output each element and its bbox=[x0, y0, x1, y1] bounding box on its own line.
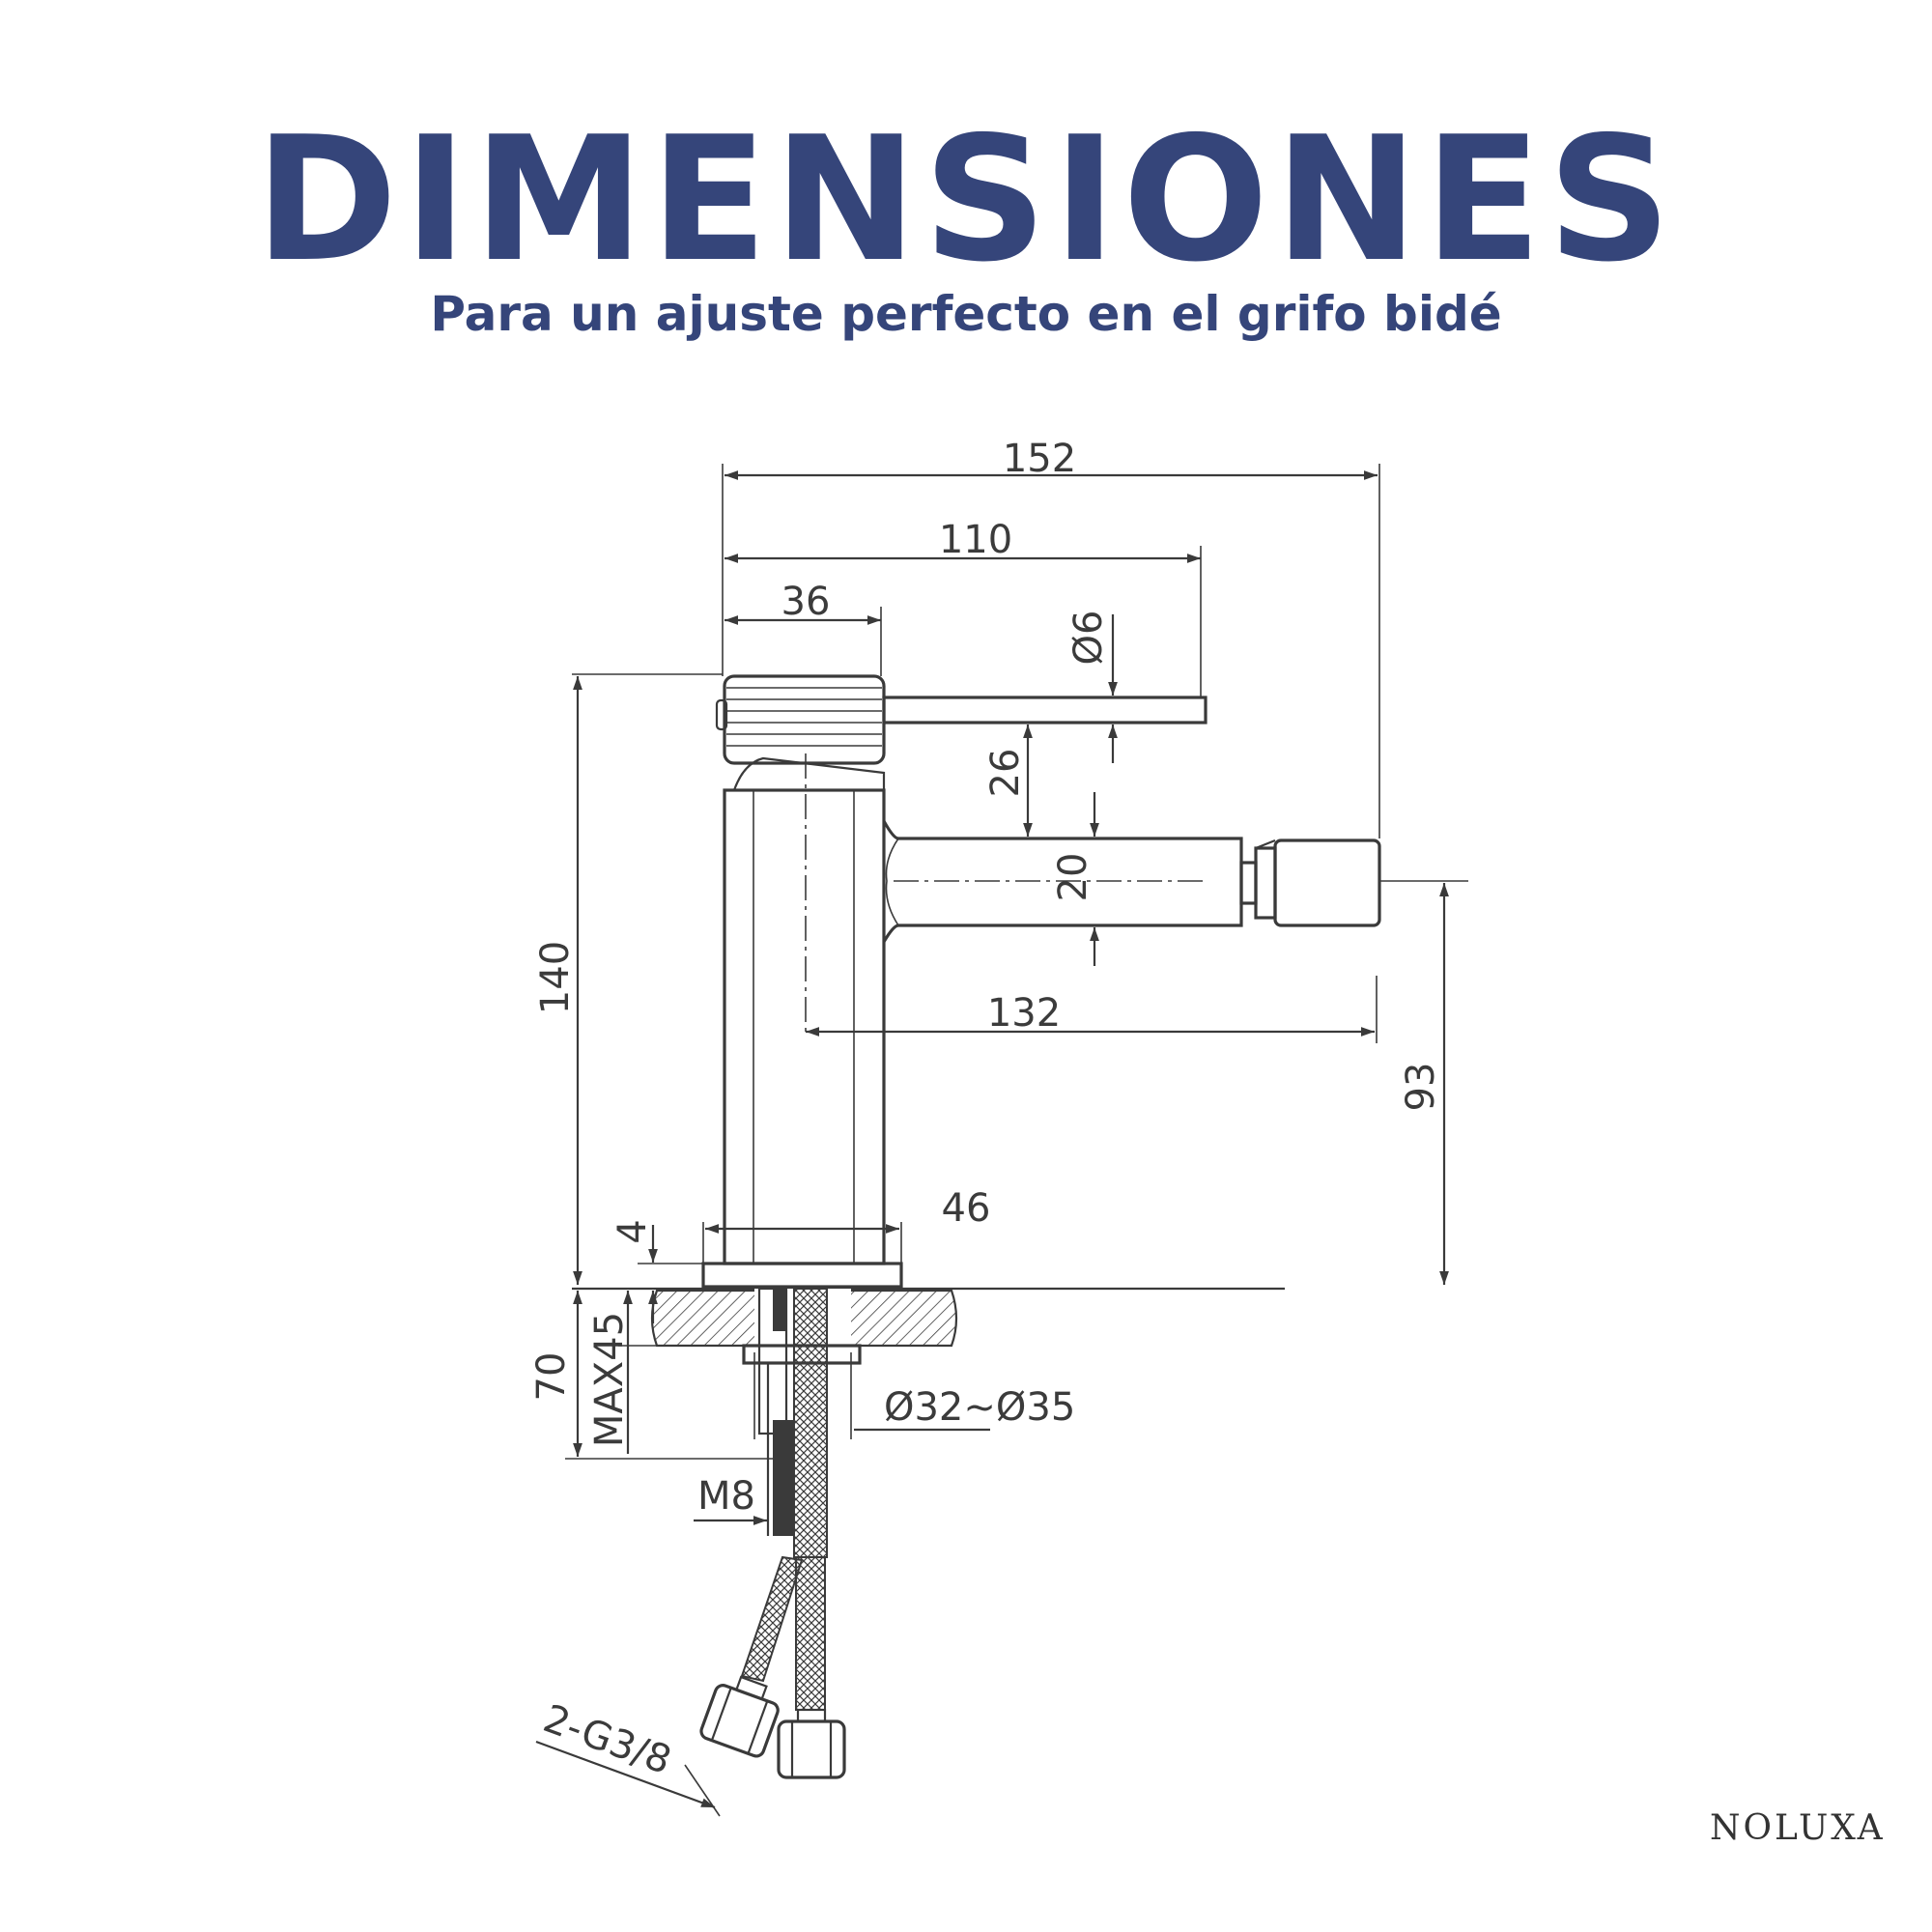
dim-hole-diameter: Ø32~Ø35 bbox=[884, 1385, 1075, 1430]
dim-hose-connector: 2-G3/8 bbox=[538, 1696, 677, 1783]
dim-20: 20 bbox=[1051, 853, 1095, 902]
dim-46: 46 bbox=[942, 1186, 991, 1231]
handle bbox=[715, 674, 886, 765]
dim-110: 110 bbox=[939, 518, 1012, 562]
dim-132: 132 bbox=[987, 991, 1061, 1036]
tap-body bbox=[723, 753, 886, 1265]
dim-93: 93 bbox=[1399, 1063, 1443, 1112]
dim-26: 26 bbox=[983, 749, 1028, 798]
page-title: DIMENSIONES bbox=[254, 99, 1678, 299]
dim-max45: MAX45 bbox=[587, 1312, 632, 1447]
dim-70: 70 bbox=[529, 1352, 574, 1402]
dim-4: 4 bbox=[611, 1219, 655, 1243]
lever bbox=[882, 696, 1208, 724]
hoses bbox=[699, 1288, 846, 1779]
brand-logo: NOLUXA bbox=[1710, 1808, 1886, 1848]
spout bbox=[882, 820, 1381, 943]
page-subtitle: Para un ajuste perfecto en el grifo bidé bbox=[430, 286, 1502, 342]
dim-m8: M8 bbox=[697, 1474, 755, 1519]
dim-140: 140 bbox=[533, 941, 578, 1014]
dim-lever-diameter: Ø6 bbox=[1066, 611, 1111, 666]
dim-152: 152 bbox=[1003, 437, 1076, 481]
dim-36: 36 bbox=[781, 580, 831, 624]
dimension-lines bbox=[535, 464, 1468, 1817]
